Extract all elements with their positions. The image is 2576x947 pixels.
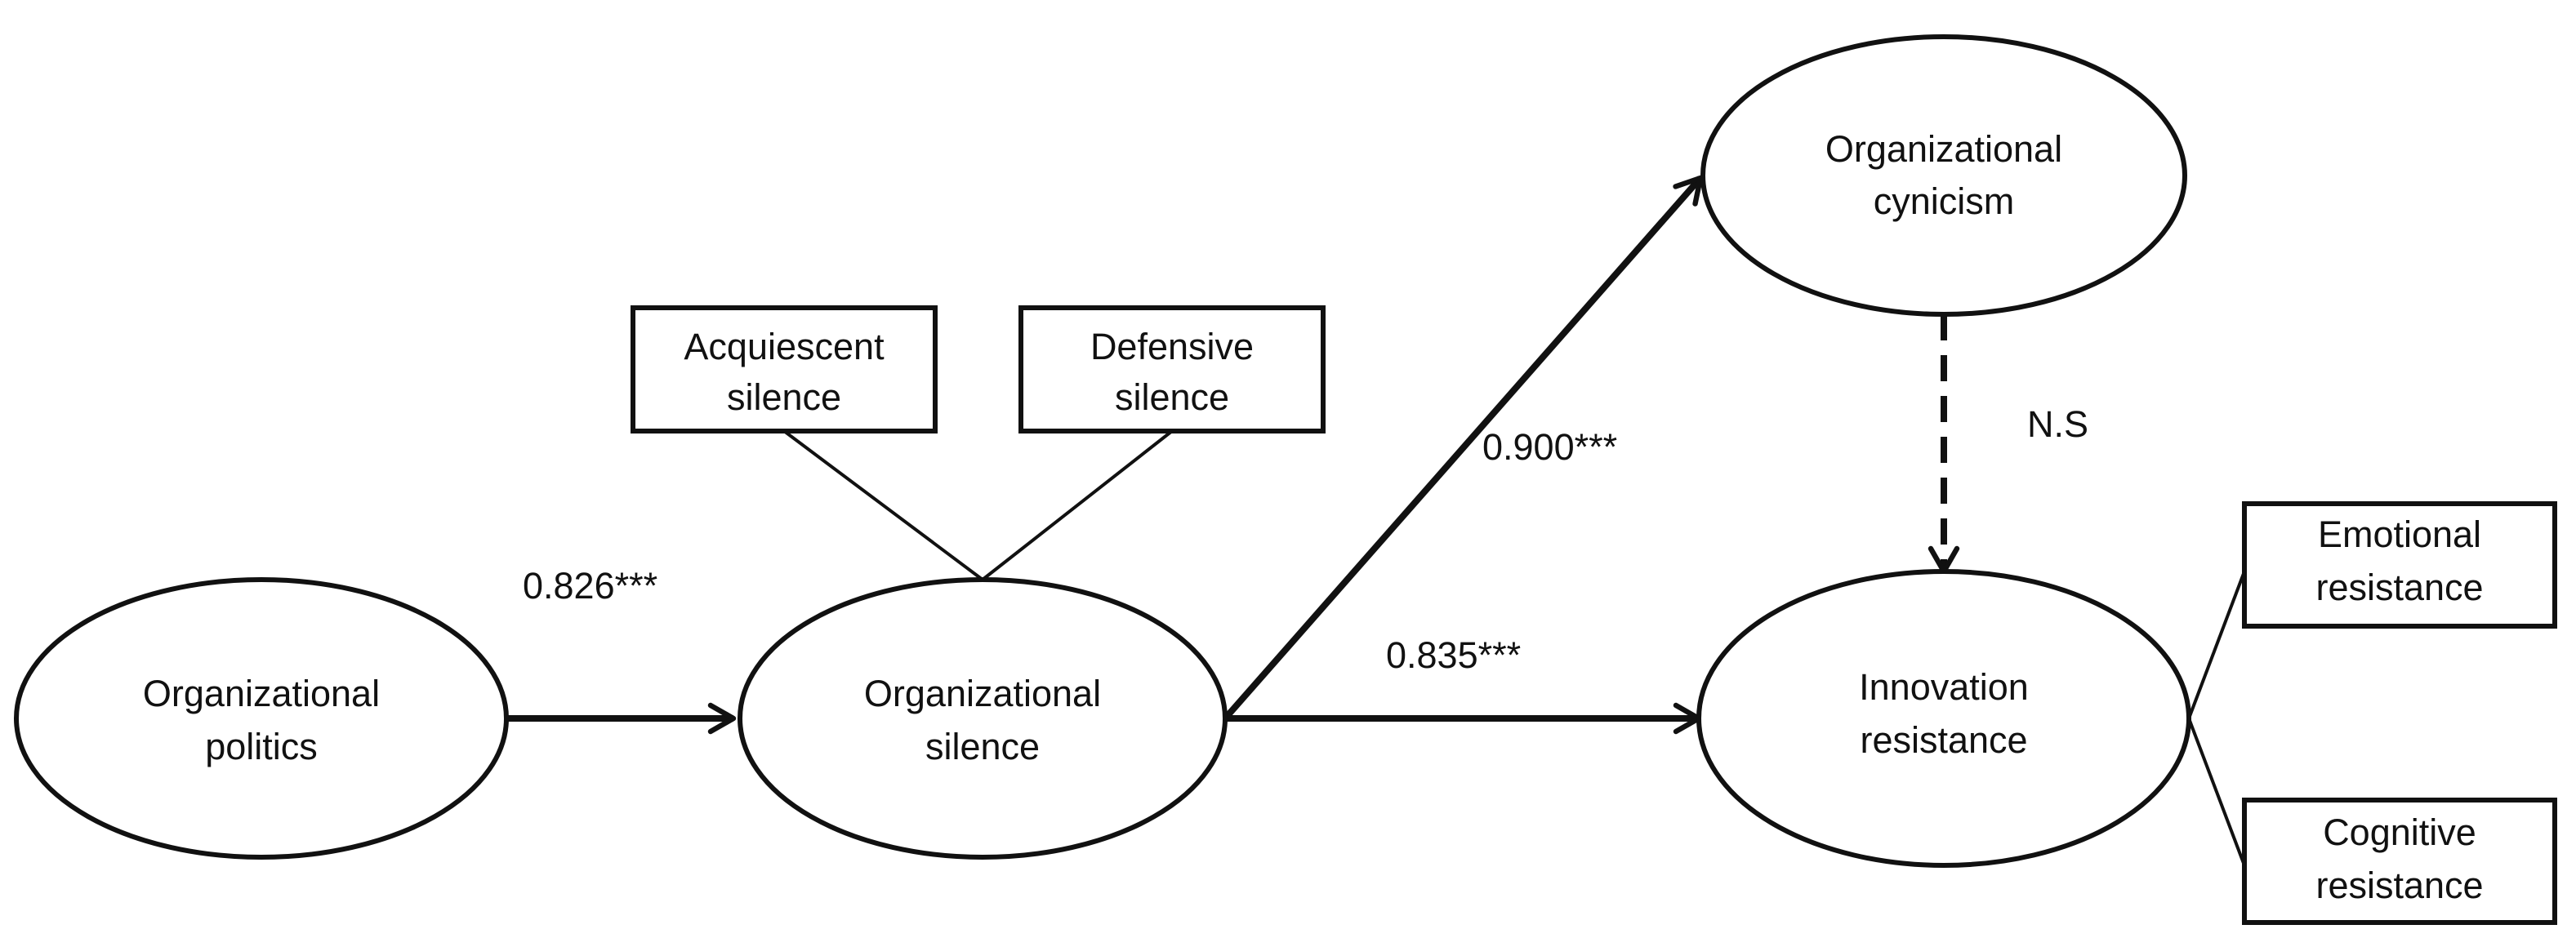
node-label: Innovation bbox=[1859, 666, 2029, 708]
box-label: resistance bbox=[2315, 567, 2483, 608]
path-silence-to-cynicism bbox=[1222, 175, 1704, 721]
emotional-resistance-box: Emotional resistance bbox=[2242, 501, 2557, 629]
cognitive-connector bbox=[2187, 718, 2246, 866]
box-label: silence bbox=[1115, 376, 1229, 418]
defensive-silence-box: Defensive silence bbox=[1018, 305, 1326, 433]
acquiescent-connector bbox=[782, 429, 984, 581]
node-label: resistance bbox=[1860, 719, 2027, 761]
node-label: silence bbox=[925, 726, 1040, 767]
innovation-resistance-node: Innovation resistance bbox=[1696, 569, 2191, 868]
defensive-connector bbox=[981, 429, 1174, 581]
coefficient-cynicism-innovation: N.S bbox=[2027, 403, 2088, 445]
node-label: cynicism bbox=[1874, 180, 2015, 222]
box-label: resistance bbox=[2315, 865, 2483, 906]
cognitive-resistance-box: Cognitive resistance bbox=[2242, 798, 2557, 925]
box-label: Defensive bbox=[1090, 326, 1254, 367]
node-label: politics bbox=[205, 726, 318, 767]
box-label: Acquiescent bbox=[684, 326, 885, 367]
organizational-politics-node: Organizational politics bbox=[14, 577, 509, 860]
node-label: Organizational bbox=[1825, 128, 2062, 170]
coefficient-silence-cynicism: 0.900*** bbox=[1482, 426, 1617, 468]
emotional-connector bbox=[2187, 571, 2246, 719]
box-label: silence bbox=[727, 376, 841, 418]
coefficient-silence-innovation: 0.835*** bbox=[1386, 634, 1521, 676]
node-label: Organizational bbox=[143, 673, 380, 714]
organizational-silence-node: Organizational silence bbox=[738, 577, 1228, 860]
acquiescent-silence-box: Acquiescent silence bbox=[631, 305, 938, 433]
box-label: Cognitive bbox=[2323, 811, 2476, 853]
node-label: Organizational bbox=[864, 673, 1101, 714]
coefficient-politics-silence: 0.826*** bbox=[523, 565, 657, 607]
organizational-cynicism-node: Organizational cynicism bbox=[1700, 34, 2187, 317]
box-label: Emotional bbox=[2318, 514, 2481, 555]
